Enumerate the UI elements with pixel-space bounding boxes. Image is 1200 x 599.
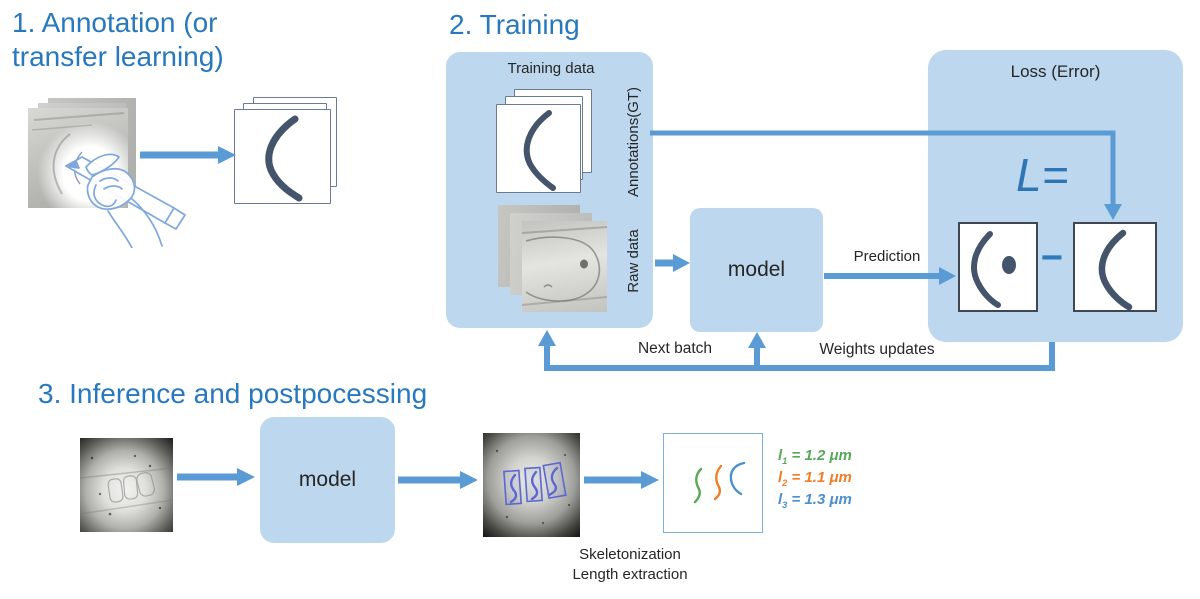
section3-title: 3. Inference and postpocessing [38,378,428,409]
section1-title-line1: 1. Annotation (or [12,7,218,38]
prediction-box [958,222,1038,312]
prediction-label: Prediction [853,248,921,265]
minus-sign: − [1040,237,1064,279]
length-rest-3: = 1.3 μm [791,491,852,508]
raw-cell-texture [522,226,607,306]
gt-page-front [496,104,581,193]
detection-boxes-icon [495,449,571,525]
skeleton-curve-green [693,467,703,504]
section1-title-line2: transfer learning) [12,41,224,72]
prediction-blob-icon [1002,256,1016,274]
prediction-curve-icon [971,231,1016,308]
next-batch-label: Next batch [637,340,713,357]
loss-formula: L= [1016,149,1069,201]
length-value-2: l2 = 1.1 μm [778,469,852,488]
skeletonization-label: Skeletonization [579,546,681,563]
input-image-texture [80,454,173,516]
ground-truth-curve-icon [1098,229,1133,310]
length-value-3: l3 = 1.3 μm [778,491,852,510]
length-sub-3: 3 [782,500,788,510]
model-to-segmentation-arrow [398,471,478,489]
skeleton-result-box [663,433,763,533]
length-sub-2: 2 [782,478,788,488]
gt-curve-icon [523,110,556,191]
page-front [234,109,331,204]
length-rest-1: = 1.2 μm [791,447,852,464]
length-symbol-2: l [778,469,783,486]
length-symbol-3: l [778,491,783,508]
length-rest-2: = 1.1 μm [791,469,852,486]
raw-to-model-arrow [655,254,690,272]
model-box-training: model [690,208,823,332]
length-symbol-1: l [778,447,783,464]
skeleton-curve-orange [713,464,723,501]
annotation-curve-icon [265,115,303,202]
length-value-1: l1 = 1.2 μm [778,447,852,466]
inference-input-image [80,438,173,532]
model-label-inference: model [298,468,357,491]
segmentation-to-skeleton-arrow [584,471,659,489]
input-to-model-arrow [177,468,255,486]
raw-data-label: Raw data [625,229,642,293]
raw-layer-front [522,221,607,312]
segmented-image [483,433,580,537]
model-label-training: model [727,258,786,281]
length-sub-1: 1 [782,456,788,466]
hand-annotation-icon [65,153,186,248]
ground-truth-box [1073,222,1157,312]
weights-updates-label: Weights updates [819,341,935,358]
length-extraction-label: Length extraction [572,566,688,583]
loss-label: Loss (Error) [1010,62,1101,81]
model-box-inference: model [260,417,395,543]
training-data-label: Training data [507,60,595,77]
annotations-gt-label: Annotations(GT) [625,86,642,198]
skeleton-curve-blue [729,461,746,496]
section1-title: 1. Annotation (or transfer learning) [12,6,262,74]
skeleton-curves-icon [693,461,746,504]
section2-title: 2. Training [449,9,580,40]
